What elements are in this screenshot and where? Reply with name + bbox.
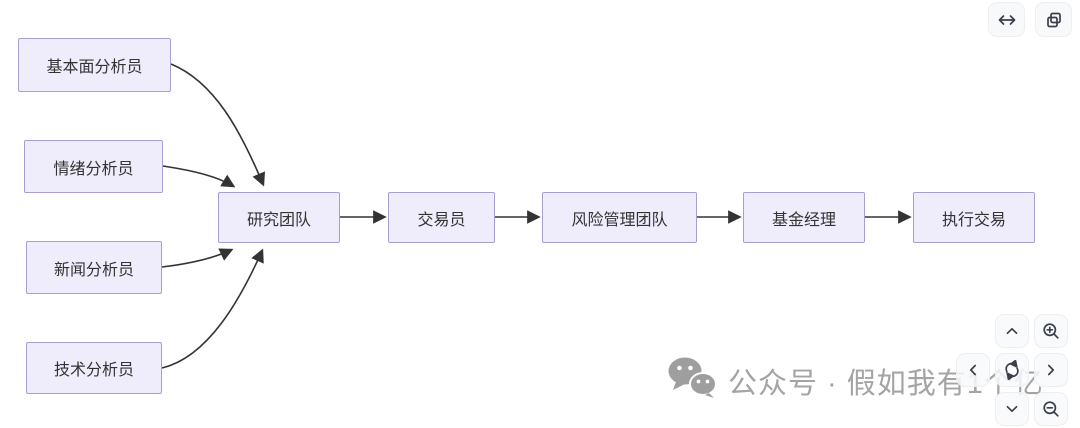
sync-icon [1005, 360, 1019, 380]
chevron-down-icon [1006, 405, 1018, 413]
node-trader: 交易员 [388, 192, 495, 243]
magnifier-minus-icon [1043, 401, 1059, 417]
node-fundamental-analyst: 基本面分析员 [18, 38, 171, 92]
node-research-team: 研究团队 [218, 192, 340, 243]
wechat-icon [666, 356, 718, 406]
node-fund-manager: 基金经理 [743, 192, 865, 243]
magnifier-plus-icon [1043, 323, 1059, 339]
edge-technical-to-research [161, 248, 264, 369]
watermark-text: 公众号 · 假如我有1个亿 [728, 368, 1044, 400]
zoom-out-button[interactable] [1034, 392, 1068, 426]
pan-down-button[interactable] [995, 392, 1029, 426]
pan-right-button[interactable] [1034, 353, 1068, 387]
fit-width-button[interactable] [988, 2, 1025, 37]
toolbar-top [988, 2, 1072, 37]
node-risk-management-team: 风险管理团队 [542, 192, 697, 243]
copy-icon [1046, 12, 1061, 27]
chevron-left-icon [969, 364, 977, 376]
horizontal-resize-icon [998, 14, 1015, 25]
watermark: 公众号 · 假如我有1个亿 [666, 356, 1044, 406]
edge-sentiment-to-research [162, 165, 236, 188]
node-sentiment-analyst: 情绪分析员 [24, 140, 163, 193]
copy-button[interactable] [1035, 2, 1072, 37]
pan-up-button[interactable] [995, 314, 1029, 348]
pan-left-button[interactable] [956, 353, 990, 387]
node-news-analyst: 新闻分析员 [26, 241, 162, 294]
nav-pad [956, 314, 1068, 426]
reset-view-button[interactable] [995, 353, 1029, 387]
edge-news-to-research [161, 248, 234, 268]
edge-fundamental-to-research [170, 63, 266, 187]
node-technical-analyst: 技术分析员 [26, 342, 162, 394]
chevron-up-icon [1006, 327, 1018, 335]
chevron-right-icon [1047, 364, 1055, 376]
zoom-in-button[interactable] [1034, 314, 1068, 348]
node-execute-trade: 执行交易 [913, 192, 1035, 243]
